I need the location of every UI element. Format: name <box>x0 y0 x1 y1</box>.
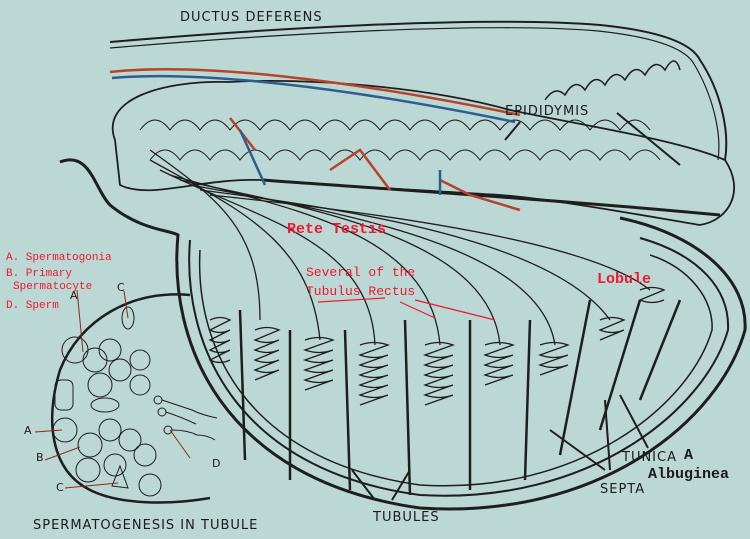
label-ductus-deferens: DUCTUS DEFERENS <box>180 10 323 25</box>
label-spermatogenesis: SPERMATOGENESIS IN TUBULE <box>33 518 259 533</box>
label-septa: SEPTA <box>600 482 646 497</box>
label-a-top: A <box>70 289 79 302</box>
seminiferous-tubules <box>208 286 666 406</box>
label-b: B <box>36 451 45 464</box>
label-c-top: C <box>117 281 126 294</box>
annotation-rete-testis: Rete Testis <box>287 221 387 238</box>
label-epididymis: EPIDIDYMIS <box>505 104 590 119</box>
label-tubules: TUBULES <box>373 510 440 525</box>
label-tunica-a: A <box>684 447 694 464</box>
annotation-tubulus-rectus: Tubulus Rectus <box>306 284 416 299</box>
vein <box>111 74 516 195</box>
annotation-several-of-the: Several of the <box>306 265 416 280</box>
epididymis <box>112 80 735 226</box>
legend-b1: B. Primary <box>6 268 73 280</box>
label-tunica: TUNICA <box>622 450 677 465</box>
tunica-albuginea <box>59 158 747 511</box>
cells <box>52 306 218 497</box>
label-albuginea: Albuginea <box>648 466 730 483</box>
tubuli-recti <box>149 149 651 346</box>
label-d: D <box>212 457 222 470</box>
legend-d: D. Sperm <box>6 300 59 312</box>
legend-a: A. Spermatogonia <box>6 252 112 264</box>
label-c-bottom: C <box>56 481 65 494</box>
ductus-deferens <box>109 20 728 161</box>
annotation-lobule: Lobule <box>597 271 652 288</box>
label-a-bottom: A <box>24 424 33 437</box>
legend-b2: Spermatocyte <box>13 281 93 293</box>
septa <box>238 299 682 496</box>
